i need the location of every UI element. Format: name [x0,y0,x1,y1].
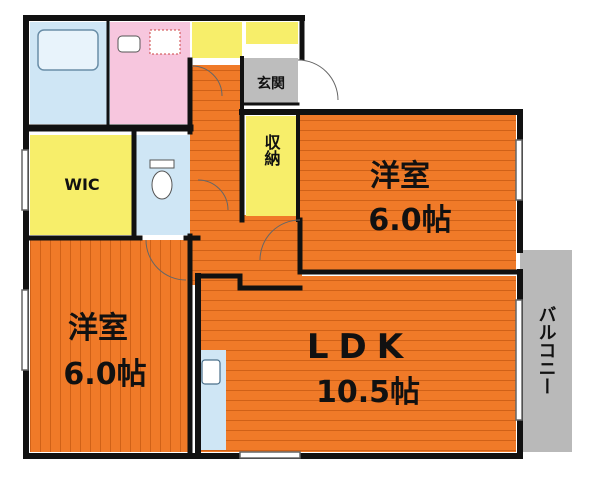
western-room-right-size: 6.0帖 [368,203,451,238]
western-room-left [30,240,190,452]
western-room-right [300,112,516,272]
windows [21,139,523,459]
toilet-tank [149,159,175,169]
closet-room [246,116,296,216]
western-room-right-name: 洋室 [370,159,430,194]
entrance-label: 玄関 [257,75,285,92]
closet-label: 収納 [262,134,281,167]
bathtub [37,29,99,71]
wic-label: WIC [64,175,99,194]
washing-machine-space [149,29,181,55]
ldk-size: 10.5帖 [316,375,420,410]
western-room-left-size: 6.0帖 [63,357,146,392]
western-room-left-name: 洋室 [68,311,128,346]
toilet-bowl [151,170,173,200]
kitchen-sink [201,359,221,385]
ldk-name: LDK [307,327,413,367]
entrance-area [244,58,298,104]
hallway-lower [190,215,302,285]
shoe-closet-2 [246,22,298,44]
ldk-area [198,276,516,452]
balcony-label: バルコニー [536,305,557,395]
balcony-area [520,250,572,452]
washbasin [117,35,141,53]
wic-room [30,135,134,235]
shoe-closet-1 [192,22,242,58]
door-swings [145,59,339,281]
